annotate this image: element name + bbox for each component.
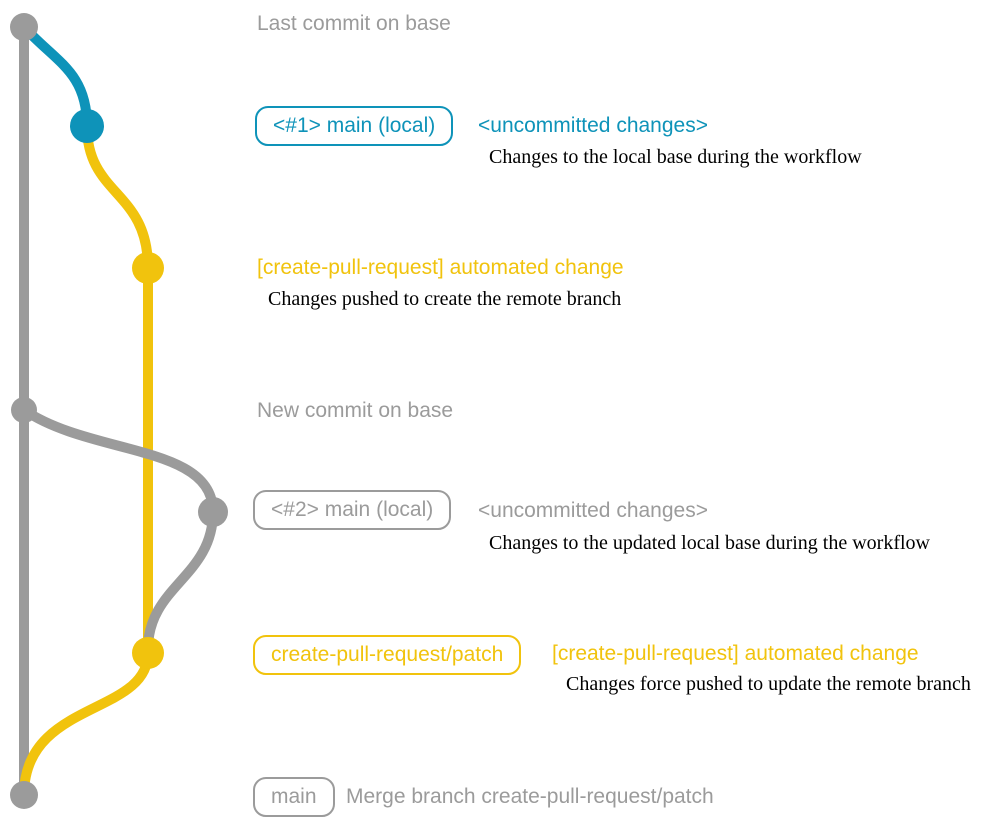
annotation-updated-local-base-changes: Changes to the updated local base during… — [489, 532, 930, 554]
commit-message-uncommitted-1: <uncommitted changes> — [478, 114, 708, 137]
branch-label-create-pull-request-patch: create-pull-request/patch — [253, 635, 522, 675]
branch-label-main: main — [253, 777, 335, 817]
commit-dot-last-base — [10, 13, 38, 41]
branch-label-main-local-2: <#2> main (local) — [253, 490, 452, 530]
commit-dot-patch-2 — [132, 637, 164, 669]
commit-graph — [10, 13, 228, 809]
commit-message-merge: Merge branch create-pull-request/patch — [346, 785, 714, 808]
annotation-force-push-update-remote: Changes force pushed to update the remot… — [566, 673, 971, 695]
branch-label-main-local-1: <#1> main (local) — [255, 106, 454, 146]
commit-dot-local-1 — [70, 109, 104, 143]
commit-dot-merge — [10, 781, 38, 809]
commit-message-automated-change-2: [create-pull-request] automated change — [552, 642, 919, 665]
commit-dot-new-base — [11, 397, 37, 423]
patch-branch-line — [19, 121, 153, 800]
annotation-local-base-changes: Changes to the local base during the wor… — [489, 146, 862, 168]
commit-message-last-base: Last commit on base — [257, 12, 451, 35]
commit-message-uncommitted-2: <uncommitted changes> — [478, 499, 708, 522]
local-main-branch-2-line — [19, 405, 219, 654]
commit-message-new-base: New commit on base — [257, 399, 454, 422]
commit-dot-patch-1 — [132, 252, 164, 284]
commit-message-automated-change-1: [create-pull-request] automated change — [257, 256, 624, 279]
annotation-push-create-remote: Changes pushed to create the remote bran… — [268, 288, 622, 310]
local-main-branch-1-line — [19, 22, 92, 131]
commit-dot-local-2 — [198, 497, 228, 527]
